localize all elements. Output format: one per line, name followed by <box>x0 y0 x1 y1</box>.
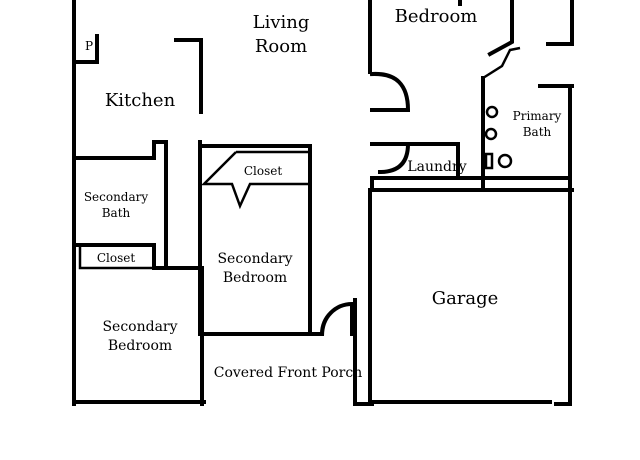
room-labels: Living Room Bedroom Kitchen P Primary Ba… <box>84 6 562 381</box>
door-porch <box>319 301 354 337</box>
label-closet-left: Closet <box>97 251 136 265</box>
toilet-icon <box>485 105 499 119</box>
label-covered-front-porch: Covered Front Porch <box>214 365 362 381</box>
label-closet-mid: Closet <box>244 164 283 178</box>
sink-icon <box>484 127 498 141</box>
wall-bedroom-closet <box>487 0 574 57</box>
label-secondary-bedroom-left-line2: Bedroom <box>108 338 172 354</box>
label-secondary-bath-line1: Secondary <box>84 190 149 204</box>
wall-mid-bedroom-right <box>198 144 312 334</box>
label-primary-bath-line1: Primary <box>513 109 562 123</box>
wall-garage-right <box>554 84 572 406</box>
wall-porch-right <box>353 298 374 406</box>
label-secondary-bath-line2: Bath <box>102 206 131 220</box>
door-laundry-bottom <box>370 142 411 175</box>
label-living-room-line1: Living <box>253 12 310 33</box>
walls <box>72 0 574 406</box>
door-bath <box>482 46 521 80</box>
label-secondary-bedroom-mid-line2: Bedroom <box>223 270 287 286</box>
bath-fixtures <box>484 105 513 170</box>
label-laundry: Laundry <box>407 159 466 175</box>
wall-closet-left-inner <box>78 245 154 270</box>
label-primary-bath-line2: Bath <box>523 125 552 139</box>
wall-closet-left <box>72 243 202 270</box>
wall-kitchen-living <box>174 38 203 114</box>
label-pantry: P <box>85 39 93 53</box>
label-living-room-line2: Room <box>255 36 307 57</box>
label-bedroom-top: Bedroom <box>395 6 478 27</box>
label-secondary-bedroom-left-line1: Secondary <box>102 319 177 335</box>
tub-icon <box>484 152 494 170</box>
label-garage: Garage <box>432 288 499 309</box>
shower-icon <box>497 153 513 169</box>
wall-pantry <box>74 34 99 64</box>
wall-laundry-bottom <box>370 176 482 192</box>
wall-closet-mid <box>200 150 308 210</box>
wall-bath-top <box>72 140 168 270</box>
label-kitchen: Kitchen <box>105 90 176 111</box>
wall-laundry-right <box>406 142 460 180</box>
door-laundry-top <box>369 71 411 112</box>
label-secondary-bedroom-mid-line1: Secondary <box>217 251 292 267</box>
